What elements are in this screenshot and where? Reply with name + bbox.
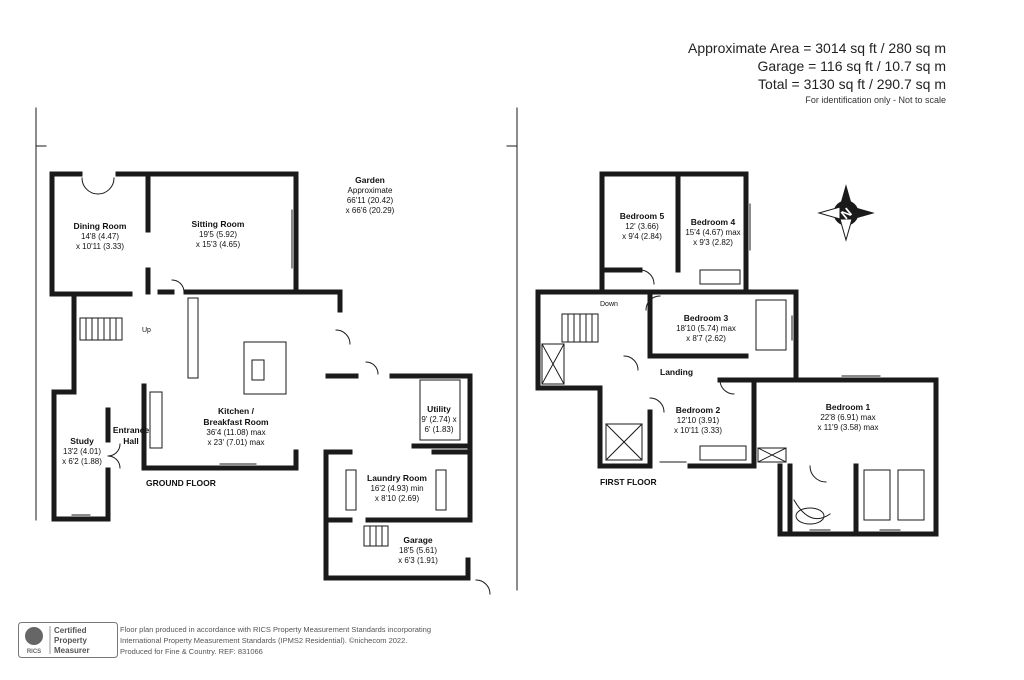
entrance-line1: Entrance <box>112 425 150 435</box>
ground-floor-walls <box>49 171 473 581</box>
first-floor-walls <box>535 171 939 537</box>
bedroom3-line2: x 8'7 (2.62) <box>686 334 726 343</box>
down-label: Down <box>600 301 618 308</box>
kitchen-name1: Kitchen / <box>218 406 254 416</box>
garden-line3: x 66'6 (20.29) <box>345 206 395 215</box>
garden-boundary <box>35 107 518 591</box>
bedroom2-label: Bedroom 2 12'10 (3.91) x 10'11 (3.33) <box>674 405 722 436</box>
garage-line1: 18'5 (5.61) <box>399 546 437 555</box>
bedroom5-label: Bedroom 5 12' (3.66) x 9'4 (2.84) <box>620 211 664 242</box>
up-label: Up <box>142 327 151 334</box>
bedroom5-name: Bedroom 5 <box>619 211 665 221</box>
dining-room-line2: x 10'11 (3.33) <box>75 242 125 251</box>
study-name: Study <box>70 436 94 446</box>
footer-line1: Floor plan produced in accordance with R… <box>120 625 431 634</box>
study-label: Study 13'2 (4.01) x 6'2 (1.88) <box>62 436 102 467</box>
garden-line2: 66'11 (20.42) <box>346 196 394 205</box>
badge-line3: Measurer <box>54 646 90 655</box>
dining-room-line1: 14'8 (4.47) <box>80 232 119 241</box>
rics-brand: RICS <box>27 649 41 655</box>
laundry-room-label: Laundry Room 16'2 (4.93) min x 8'10 (2.6… <box>367 473 427 504</box>
sitting-room-line2: x 15'3 (4.65) <box>195 240 241 249</box>
sitting-room-line1: 19'5 (5.92) <box>198 230 237 239</box>
badge-line2: Property <box>54 636 87 645</box>
bedroom2-line1: 12'10 (3.91) <box>676 416 720 425</box>
area-garage: Garage = 116 sq ft / 10.7 sq m <box>757 58 946 74</box>
laundry-name: Laundry Room <box>367 473 427 483</box>
rics-badge: RICS Certified Property Measurer <box>18 622 118 658</box>
footer-text: Floor plan produced in accordance with R… <box>120 624 500 657</box>
first-floor-fixtures <box>541 203 925 531</box>
dining-room-name: Dining Room <box>73 221 127 231</box>
kitchen-line2: x 23' (7.01) max <box>207 438 265 447</box>
ground-floor-fixtures <box>71 177 491 595</box>
bedroom2-name: Bedroom 2 <box>675 405 721 415</box>
kitchen-line1: 36'4 (11.08) max <box>206 428 266 437</box>
bedroom1-name: Bedroom 1 <box>825 402 871 412</box>
garden-line1: Approximate <box>347 186 393 195</box>
compass-icon <box>817 184 875 242</box>
utility-label: Utility 9' (2.74) x 6' (1.83) <box>421 404 456 435</box>
bedroom3-name: Bedroom 3 <box>683 313 729 323</box>
area-approximate: Approximate Area = 3014 sq ft / 280 sq m <box>688 40 946 56</box>
utility-line2: 6' (1.83) <box>424 425 454 434</box>
garage-line2: x 6'3 (1.91) <box>398 556 438 565</box>
bedroom3-line1: 18'10 (5.74) max <box>676 324 736 333</box>
bedroom1-line2: x 11'9 (3.58) max <box>817 423 879 432</box>
garage-name: Garage <box>403 535 433 545</box>
badge-line1: Certified <box>54 626 87 635</box>
rics-logo-icon <box>25 627 43 645</box>
entrance-hall-label: Entrance Hall <box>113 425 149 447</box>
footer-line2: International Property Measurement Stand… <box>120 636 408 645</box>
study-line1: 13'2 (4.01) <box>63 447 101 456</box>
entrance-line2: Hall <box>123 436 139 446</box>
sitting-room-name: Sitting Room <box>191 219 245 229</box>
utility-line1: 9' (2.74) x <box>421 415 457 424</box>
laundry-line2: x 8'10 (2.69) <box>374 494 420 503</box>
bedroom4-line1: 15'4 (4.67) max <box>685 228 741 237</box>
landing-label: Landing <box>660 367 694 377</box>
kitchen-label: Kitchen / Breakfast Room 36'4 (11.08) ma… <box>203 406 268 448</box>
laundry-line1: 16'2 (4.93) min <box>370 484 424 493</box>
ground-floor-title: GROUND FLOOR <box>146 478 216 488</box>
garden-name: Garden <box>355 175 385 185</box>
garden-label: Garden Approximate 66'11 (20.42) x 66'6 … <box>346 175 395 216</box>
footer-line3: Produced for Fine & Country. REF: 831066 <box>120 647 263 656</box>
bedroom5-line2: x 9'4 (2.84) <box>622 232 662 241</box>
bedroom1-line1: 22'8 (6.91) max <box>820 413 876 422</box>
bedroom3-label: Bedroom 3 18'10 (5.74) max x 8'7 (2.62) <box>676 313 736 344</box>
first-floor-title: FIRST FLOOR <box>600 477 657 487</box>
bedroom4-line2: x 9'3 (2.82) <box>693 238 733 247</box>
bedroom5-line1: 12' (3.66) <box>625 222 659 231</box>
study-line2: x 6'2 (1.88) <box>62 457 102 466</box>
bedroom4-name: Bedroom 4 <box>690 217 736 227</box>
bedroom2-line2: x 10'11 (3.33) <box>673 426 723 435</box>
utility-name: Utility <box>427 404 451 414</box>
sitting-room-label: Sitting Room 19'5 (5.92) x 15'3 (4.65) <box>192 219 245 250</box>
area-total: Total = 3130 sq ft / 290.7 sq m <box>758 76 946 92</box>
kitchen-name2: Breakfast Room <box>203 417 269 427</box>
dining-room-label: Dining Room 14'8 (4.47) x 10'11 (3.33) <box>74 221 127 252</box>
scale-note: For identification only - Not to scale <box>805 95 946 105</box>
garage-label: Garage 18'5 (5.61) x 6'3 (1.91) <box>398 535 438 566</box>
bedroom1-label: Bedroom 1 22'8 (6.91) max x 11'9 (3.58) … <box>818 402 879 433</box>
bedroom4-label: Bedroom 4 15'4 (4.67) max x 9'3 (2.82) <box>685 217 740 248</box>
